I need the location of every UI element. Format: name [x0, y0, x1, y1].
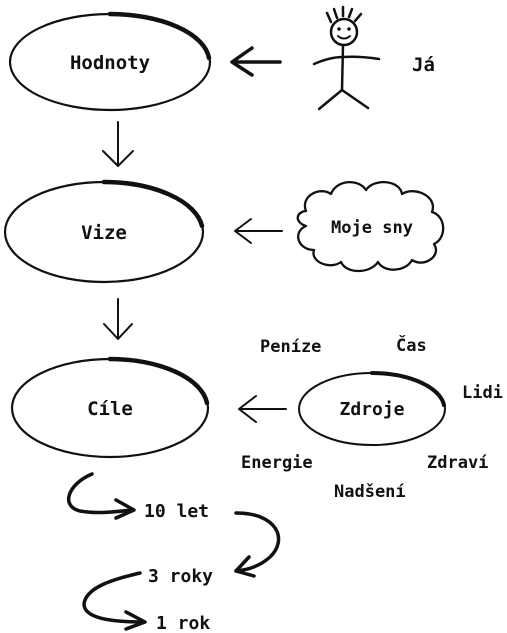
arrow-ja-to-hodnoty [230, 46, 282, 77]
resource-nadseni: Nadšení [334, 482, 406, 502]
resource-labels: Peníze Čas Lidi Zdraví Nadšení Energie [241, 334, 503, 502]
person-right-leg [340, 88, 370, 110]
arrow-zdroje-to-cile [238, 395, 287, 423]
timeline-arrow-3 [82, 571, 147, 631]
node-vize: Vize [3, 179, 205, 284]
arrow-vize-to-cile [103, 298, 133, 340]
node-hodnoty-label: Hodnoty [70, 52, 150, 74]
resource-energie: Energie [241, 453, 313, 473]
arrow-hodnoty-to-vize [102, 121, 134, 167]
resource-zdravi: Zdraví [427, 453, 488, 473]
resource-penize: Peníze [260, 337, 321, 357]
resource-lidi: Lidi [462, 383, 503, 403]
timeline-arrow-1 [67, 472, 136, 520]
timeline-1-rok: 1 rok [156, 613, 210, 633]
node-zdroje-label: Zdroje [339, 399, 404, 420]
arrow-sny-to-vize [234, 218, 283, 244]
node-cile-label: Cíle [87, 398, 133, 420]
person-head [329, 17, 359, 47]
cloud-moje-sny: Moje sny [296, 181, 445, 273]
person-left-leg [317, 88, 344, 111]
cloud-moje-sny-label: Moje sny [331, 218, 413, 238]
timeline-10-let: 10 let [144, 501, 209, 522]
node-hodnoty: Hodnoty [8, 11, 212, 112]
node-vize-label: Vize [81, 222, 127, 244]
timeline-3-roky: 3 roky [148, 566, 213, 587]
person-arms [312, 55, 381, 66]
node-cile: Cíle [10, 356, 210, 459]
person-hair [325, 5, 363, 24]
resource-cas: Čas [396, 334, 427, 356]
node-zdroje: Zdroje [298, 371, 446, 446]
timeline-arrow-2 [234, 511, 281, 578]
person-figure [312, 5, 381, 111]
person-body [340, 43, 345, 92]
label-ja: Já [412, 54, 435, 76]
